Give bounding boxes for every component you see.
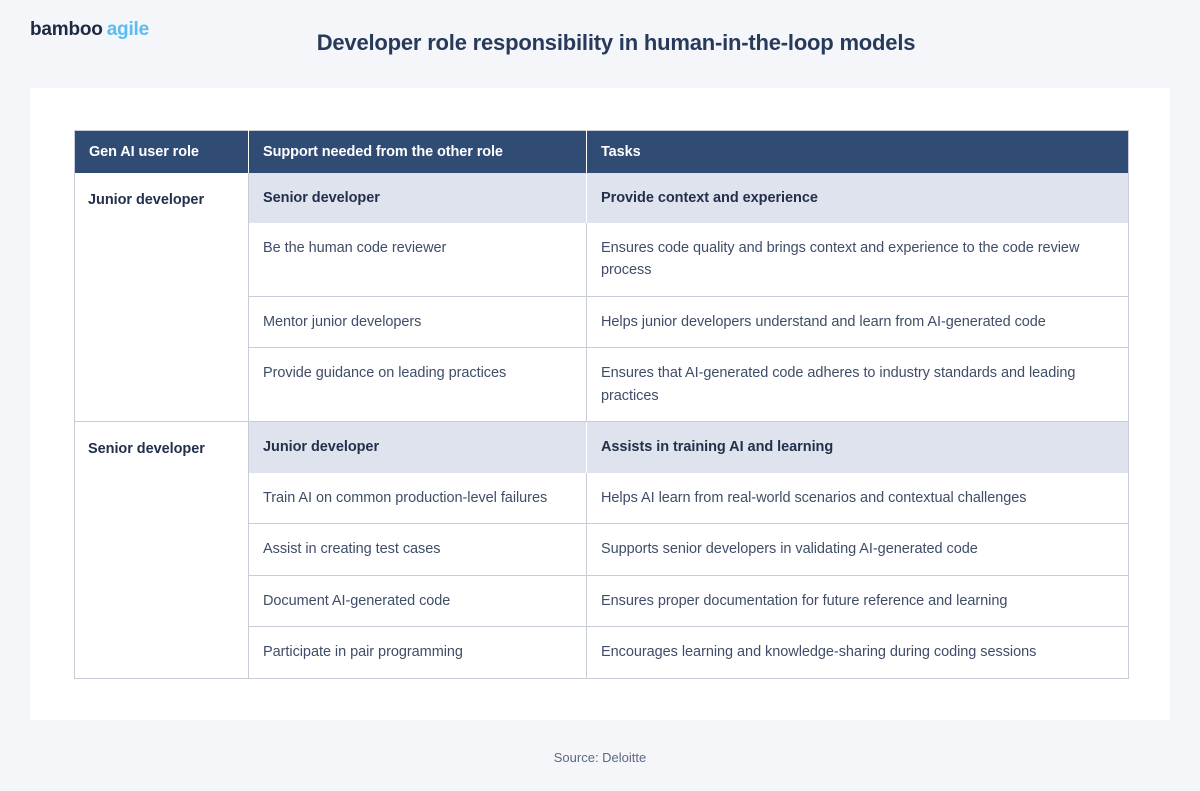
task-cell: Supports senior developers in validating… bbox=[586, 523, 1129, 576]
table-body: Junior developer Senior developer Provid… bbox=[74, 172, 1129, 679]
table-row: Be the human code reviewer Ensures code … bbox=[75, 222, 1129, 297]
column-header-gen-ai-user-role: Gen AI user role bbox=[74, 130, 249, 173]
role-label-senior-developer: Senior developer bbox=[74, 421, 249, 679]
content-card: Gen AI user role Support needed from the… bbox=[30, 88, 1170, 720]
support-cell: Train AI on common production-level fail… bbox=[248, 472, 587, 525]
support-cell: Document AI-generated code bbox=[248, 575, 587, 628]
group-support-summary: Junior developer bbox=[248, 421, 587, 473]
group-task-summary: Provide context and experience bbox=[586, 172, 1129, 223]
responsibility-table: Gen AI user role Support needed from the… bbox=[74, 130, 1129, 679]
support-cell: Be the human code reviewer bbox=[248, 222, 587, 297]
table-row: Train AI on common production-level fail… bbox=[75, 472, 1129, 525]
table-row: Junior developer Senior developer Provid… bbox=[74, 172, 1129, 422]
table-row: Document AI-generated code Ensures prope… bbox=[75, 575, 1129, 628]
task-cell: Ensures proper documentation for future … bbox=[586, 575, 1129, 628]
support-cell: Provide guidance on leading practices bbox=[248, 347, 587, 422]
task-cell: Ensures that AI-generated code adheres t… bbox=[601, 365, 1076, 404]
table-header: Gen AI user role Support needed from the… bbox=[74, 130, 1129, 173]
support-cell: Mentor junior developers bbox=[248, 296, 587, 349]
group-support-summary: Senior developer bbox=[248, 172, 587, 223]
support-cell: Participate in pair programming bbox=[248, 626, 587, 679]
group-task-summary: Assists in training AI and learning bbox=[586, 421, 1129, 473]
group-divider bbox=[74, 421, 1129, 423]
column-header-support-needed: Support needed from the other role bbox=[248, 130, 587, 173]
brand-name-primary: bamboo bbox=[30, 19, 103, 40]
brand-name-secondary: agile bbox=[106, 19, 150, 40]
responsibility-table-wrapper: Gen AI user role Support needed from the… bbox=[74, 130, 1129, 679]
table-row: Mentor junior developers Helps junior de… bbox=[75, 296, 1129, 349]
group-divider-line bbox=[74, 421, 1129, 423]
role-label-junior-developer: Junior developer bbox=[74, 172, 249, 422]
table-row: Assist in creating test cases Supports s… bbox=[75, 523, 1129, 576]
table-row: Provide guidance on leading practices En… bbox=[75, 347, 1129, 422]
table-row: Participate in pair programming Encourag… bbox=[75, 626, 1129, 679]
task-cell: Helps junior developers understand and l… bbox=[586, 296, 1129, 349]
task-cell: Ensures code quality and brings context … bbox=[586, 222, 1129, 297]
page-title: Developer role responsibility in human-i… bbox=[316, 30, 916, 55]
task-cell: Helps AI learn from real-world scenarios… bbox=[586, 472, 1129, 525]
table-row: Senior developer Junior developer Assist… bbox=[74, 421, 1129, 679]
source-note: Source: Deloitte bbox=[553, 750, 647, 765]
column-header-tasks: Tasks bbox=[586, 130, 1129, 173]
support-cell: Assist in creating test cases bbox=[248, 523, 587, 576]
table-header-row: Gen AI user role Support needed from the… bbox=[74, 130, 1129, 173]
task-cell: Encourages learning and knowledge-sharin… bbox=[601, 644, 1037, 661]
